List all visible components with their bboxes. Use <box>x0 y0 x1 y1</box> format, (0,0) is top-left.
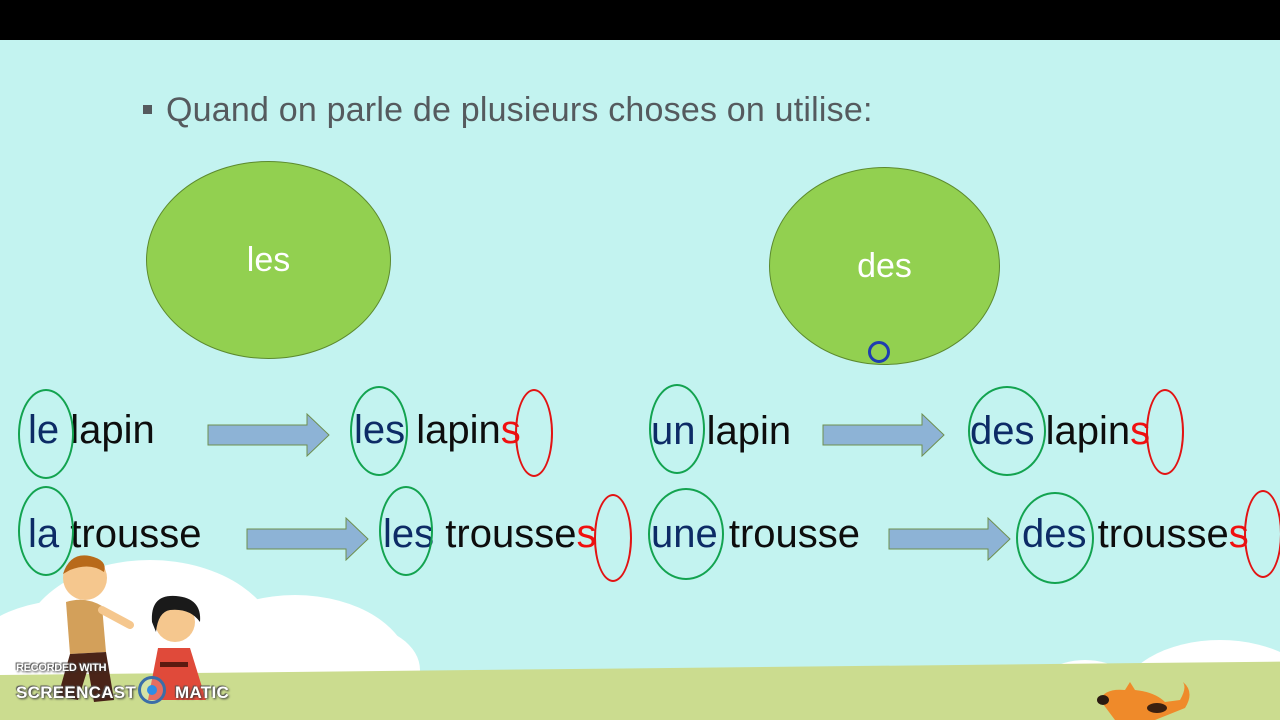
article-ring <box>648 488 724 580</box>
cursor-ring-icon <box>868 341 890 363</box>
article-ring <box>1016 492 1094 584</box>
watermark-matic: MATIC <box>175 683 230 702</box>
noun: trousse <box>1097 512 1229 556</box>
bullet-text: Quand on parle de plusieurs choses on ut… <box>143 91 873 130</box>
blob-les: les <box>146 161 391 359</box>
arrow-right-icon <box>207 413 330 457</box>
noun: lapin <box>706 409 792 453</box>
article-ring <box>18 486 74 576</box>
bullet-square-icon <box>143 104 152 114</box>
article-ring <box>379 486 433 576</box>
bullet-label: Quand on parle de plusieurs choses on ut… <box>166 91 873 129</box>
ending-ring <box>594 494 632 582</box>
arrow-right-icon <box>888 517 1011 561</box>
article-ring <box>649 384 705 474</box>
arrow-right-icon <box>822 413 945 457</box>
noun: lapin <box>416 408 501 452</box>
dog-illustration <box>1097 682 1190 720</box>
plural-ending: s <box>1130 409 1151 453</box>
noun: trousse <box>728 512 861 556</box>
noun: lapin <box>70 408 155 452</box>
article-ring <box>18 389 74 479</box>
plural-ending: s <box>576 512 597 556</box>
noun: lapin <box>1045 409 1131 453</box>
letterbox-bar <box>0 0 1280 40</box>
ending-ring <box>1244 490 1280 578</box>
blob-des-label: des <box>857 246 912 285</box>
watermark-recorded-with: RECORDED WITH <box>16 662 107 674</box>
noun: trousse <box>70 512 202 556</box>
ending-ring <box>1146 389 1184 475</box>
blob-les-label: les <box>246 240 291 279</box>
slide: Quand on parle de plusieurs choses on ut… <box>0 40 1280 720</box>
article-ring <box>968 386 1046 476</box>
ending-ring <box>515 389 553 477</box>
arrow-right-icon <box>246 517 369 561</box>
noun: trousse <box>445 512 577 556</box>
screencast-logo-icon <box>138 676 166 704</box>
watermark-screencast: SCREENCAST <box>16 683 137 702</box>
article-ring <box>350 386 408 476</box>
children-illustration <box>58 555 206 702</box>
blob-des: des <box>769 167 1000 365</box>
